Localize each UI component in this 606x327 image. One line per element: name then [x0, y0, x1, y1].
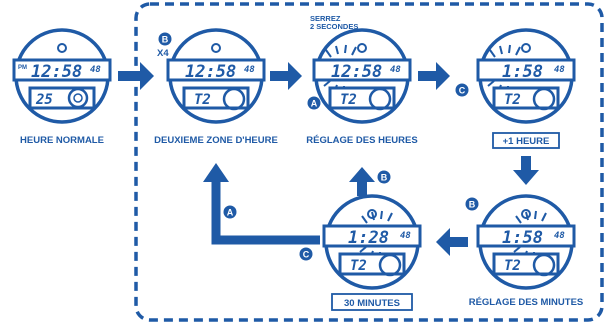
time-display: 12:58: [185, 62, 236, 82]
arrow-down-icon: [513, 156, 539, 185]
press-instruction-line1: SERREZ: [310, 14, 341, 23]
caption-minutes: RÉGLAGE DES MINUTES: [469, 297, 584, 308]
time-display: 1:58: [502, 62, 543, 82]
seconds-display: 48: [400, 231, 411, 241]
svg-text:B: B: [162, 35, 169, 45]
caption-thirty: 30 MINUTES: [344, 298, 400, 309]
lower-display: T2: [340, 92, 357, 108]
svg-text:C: C: [459, 86, 466, 96]
lower-display: T2: [504, 258, 521, 274]
seconds-display: 48: [244, 65, 255, 75]
watch-plus1: 1:58 48 T2: [476, 28, 576, 124]
button-c-badge: [299, 247, 313, 261]
lower-display: T2: [350, 258, 367, 274]
press-instruction-line2: 2 SECONDES: [310, 22, 358, 31]
arrow-up-icon: [349, 167, 375, 196]
svg-text:A: A: [311, 99, 318, 109]
seconds-display: 48: [554, 231, 565, 241]
button-a-badge: [307, 96, 321, 110]
lower-display: 25: [35, 92, 53, 108]
caption-thirty-box: [331, 293, 413, 311]
dial-icon: [67, 87, 89, 109]
seconds-display: 48: [90, 65, 101, 75]
arrow-right-icon: [418, 62, 450, 90]
caption-zone2: DEUXIEME ZONE D'HEURE: [154, 135, 278, 146]
watch-zone2: 12:58 48 T2: [166, 28, 266, 124]
watch-hours: 12:58 48 T2: [312, 28, 412, 124]
pm-indicator: PM: [18, 65, 27, 71]
time-display: 12:58: [31, 62, 82, 82]
arrow-up-icon: [203, 163, 229, 182]
button-b-badge: [377, 170, 391, 184]
arrow-left-icon: [436, 228, 468, 256]
caption-plus1-box: [492, 132, 560, 149]
arrow-right-icon: [270, 62, 302, 90]
button-c-badge: [455, 83, 469, 97]
dial-icon: [532, 253, 556, 277]
dial-icon: [378, 253, 402, 277]
caption-normal: HEURE NORMALE: [20, 135, 104, 146]
watch-thirty: 1:28 48 T2: [322, 194, 422, 290]
svg-text:B: B: [469, 200, 476, 210]
seconds-display: 48: [390, 65, 401, 75]
lower-display: T2: [194, 92, 211, 108]
lower-display: T2: [504, 92, 521, 108]
svg-text:B: B: [381, 173, 388, 183]
arrow-right-icon: [118, 62, 154, 90]
svg-text:C: C: [303, 250, 310, 260]
button-a-badge: [223, 205, 237, 219]
dial-icon: [222, 87, 246, 111]
return-arrow-line: [211, 180, 320, 245]
dial-icon: [368, 87, 392, 111]
seconds-display: 48: [554, 65, 565, 75]
time-display: 1:58: [502, 228, 543, 248]
repeat-count: X4: [157, 48, 169, 59]
time-display: 1:28: [348, 228, 389, 248]
settings-boundary: [134, 2, 604, 322]
button-b-badge: [158, 32, 172, 46]
dial-icon: [532, 87, 556, 111]
watch-normal: PM 12:58 48 25: [12, 28, 112, 124]
watch-minutes: 1:58 48 T2: [476, 194, 576, 290]
caption-plus1: +1 HEURE: [503, 136, 550, 147]
svg-text:A: A: [227, 208, 234, 218]
time-display: 12:58: [331, 62, 382, 82]
button-b-badge: [465, 197, 479, 211]
caption-hours: RÉGLAGE DES HEURES: [306, 135, 417, 146]
